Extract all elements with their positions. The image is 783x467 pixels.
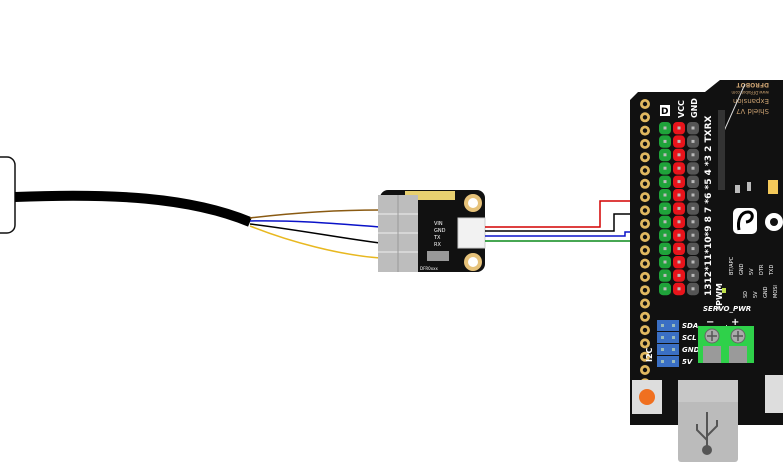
i2c-pin[interactable] [657, 344, 679, 355]
sd-label: SD [743, 291, 749, 298]
sensor-cable [14, 190, 252, 227]
i2c-pin-label: SCL [682, 334, 697, 342]
module-pin-gnd: GND [434, 228, 446, 234]
usb-icon [696, 412, 718, 455]
wire-blue [249, 220, 381, 228]
servo-pwr-label: SERVO_PWR [703, 305, 751, 313]
pin-number-labels: 1312*11*10*9 8 7 *6 *5 4 *3 2 TXRX [704, 115, 714, 296]
svg-text:www.DFRobot.com: www.DFRobot.com [731, 90, 769, 95]
i2c-pin-label: 5V [682, 358, 693, 366]
uart-module: VIN GND TX RX DFR0xxx [378, 190, 486, 272]
bt-label: 5V [749, 268, 755, 275]
module-bottom-label: DFR0xxx [420, 266, 438, 271]
i2c-label: I2C [645, 347, 654, 362]
label-vcc: VCC [677, 100, 686, 118]
module-pin-tx: TX [433, 235, 441, 241]
sensor-wires [249, 209, 381, 259]
bt-label: BT/APC [729, 256, 735, 275]
i2c-pin[interactable] [657, 320, 679, 331]
wire-brown [249, 209, 381, 219]
i2c-pin-label: SDA [682, 322, 698, 330]
servo-plus: + [731, 317, 739, 328]
sensor-probe-body [0, 156, 16, 234]
brand-text: Shield V7 Expansion www.DFRobot.com DFRO… [731, 81, 769, 115]
usb-connector [678, 380, 738, 462]
label-d: D [661, 107, 668, 117]
io-expansion-shield: D VCC GND 1312*11*10*9 8 7 *6 *5 4 *3 2 … [630, 80, 783, 425]
i2c-pin[interactable] [657, 356, 679, 367]
svg-text:DFROBOT: DFROBOT [736, 81, 769, 88]
bt-label: GND [739, 263, 745, 275]
wire-yellow [249, 225, 381, 259]
i2c-pin[interactable] [657, 332, 679, 343]
pwm-label: *PWM [715, 283, 724, 310]
module-pin-vin: VIN [434, 221, 443, 227]
bt-label: DTR [759, 264, 765, 275]
i2c-pin-label: GND [682, 346, 700, 354]
sd-label: GND [763, 286, 769, 298]
svg-text:Shield V7: Shield V7 [736, 107, 769, 115]
dfrobot-logo [737, 210, 754, 231]
sd-label: MOSI [773, 285, 779, 298]
wire-black [249, 223, 381, 244]
bt-label: TXD [769, 265, 775, 276]
svg-text:Expansion: Expansion [733, 97, 769, 105]
module-pin-rx: RX [434, 242, 441, 248]
sd-label: 5V [753, 291, 759, 298]
servo-minus: − [706, 317, 714, 328]
label-gnd: GND [690, 98, 699, 118]
